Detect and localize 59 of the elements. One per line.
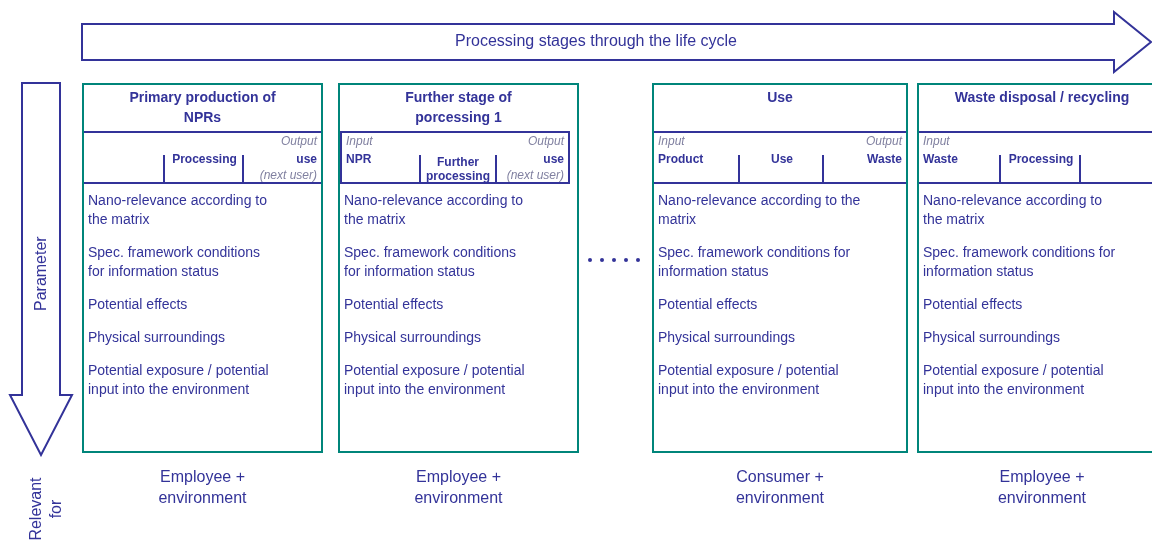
- parameter-text: Potential effects: [344, 295, 445, 314]
- parameter-text: Spec. framework conditions for information status: [923, 243, 1117, 281]
- parameter-text: Spec. framework conditions for information status: [658, 243, 852, 281]
- io-caption: Output: [865, 134, 902, 148]
- stage-box: [82, 83, 323, 453]
- stage-box: [917, 83, 1152, 453]
- stage-box: [338, 83, 579, 453]
- stage-title: Primary production of NPRs: [128, 88, 277, 127]
- relevance-text: Employee + environment: [996, 467, 1087, 508]
- step-label: Use: [770, 152, 794, 166]
- step-label: use: [296, 152, 317, 166]
- io-caption: Input: [923, 134, 950, 148]
- io-caption: Input: [346, 134, 373, 148]
- step-note: (next user): [259, 168, 317, 182]
- relevance-text: Employee + environment: [157, 467, 248, 508]
- step-label: Processing: [171, 152, 238, 166]
- arrow-label: Processing stages through the life cycle: [454, 32, 738, 50]
- process-strip: [919, 131, 1152, 184]
- step-label: NPR: [346, 152, 372, 166]
- step-label: Further processing: [424, 155, 491, 183]
- parameter-text: Potential effects: [923, 295, 1024, 314]
- process-strip: [84, 131, 321, 184]
- parameter-text: Physical surroundings: [923, 328, 1061, 347]
- parameter-text: Potential exposure / potential input into the environment: [658, 361, 840, 399]
- parameter-text: Physical surroundings: [658, 328, 796, 347]
- arrow-label: Parameter: [31, 236, 50, 311]
- parameter-text: Potential exposure / potential input into the environment: [344, 361, 526, 399]
- stage-title: Further stage of porcessing 1: [404, 88, 513, 127]
- parameter-text: Nano-relevance according to the matrix: [658, 191, 862, 229]
- process-strip: [340, 131, 570, 184]
- step-note: (next user): [506, 168, 564, 182]
- parameter-text: Potential exposure / potential input into the environment: [923, 361, 1105, 399]
- axis-label: Relevant for: [26, 476, 65, 543]
- step-label: Processing: [1007, 152, 1075, 166]
- step-label: use: [543, 152, 564, 166]
- parameter-text: Spec. framework conditions for information status: [88, 243, 261, 281]
- parameter-text: Nano-relevance according to the matrix: [344, 191, 524, 229]
- parameter-text: Potential effects: [658, 295, 759, 314]
- parameter-text: Spec. framework conditions for information status: [344, 243, 517, 281]
- block-arrow: [80, 10, 1152, 74]
- io-caption: Output: [527, 134, 564, 148]
- process-strip: [654, 131, 906, 184]
- block-arrow: [8, 81, 74, 457]
- relevance-text: Employee + environment: [413, 467, 504, 508]
- stage-box: [652, 83, 908, 453]
- io-caption: Input: [658, 134, 685, 148]
- parameter-text: Nano-relevance according to the matrix: [923, 191, 1103, 229]
- step-label: Product: [658, 152, 704, 166]
- parameter-text: Potential effects: [88, 295, 189, 314]
- step-label: Waste: [867, 152, 902, 166]
- parameter-text: Potential exposure / potential input into the environment: [88, 361, 270, 399]
- parameter-text: Physical surroundings: [344, 328, 482, 347]
- stage-title: Waste disposal / recycling: [953, 88, 1131, 107]
- stage-title: Use: [766, 88, 794, 107]
- step-label: Waste: [923, 152, 958, 166]
- relevance-text: Consumer + environment: [734, 467, 825, 508]
- parameter-text: Nano-relevance according to the matrix: [88, 191, 268, 229]
- parameter-text: Physical surroundings: [88, 328, 226, 347]
- io-caption: Output: [280, 134, 317, 148]
